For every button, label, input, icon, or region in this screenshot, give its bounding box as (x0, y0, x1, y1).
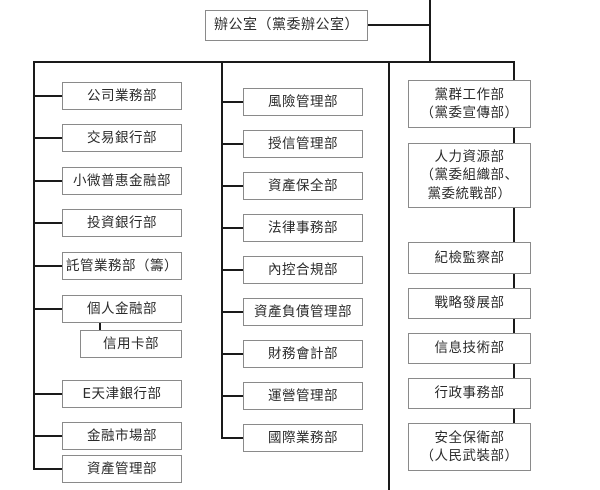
node-company-business[interactable]: 公司業務部 (62, 82, 182, 110)
node-credit-management[interactable]: 授信管理部 (243, 130, 363, 158)
column-2-stub-9 (221, 437, 243, 439)
node-investment-banking[interactable]: 投資銀行部 (62, 209, 182, 237)
node-information-technology[interactable]: 信息技術部 (408, 333, 531, 364)
column-2-stub-3 (221, 185, 243, 187)
column-2-stub-6 (221, 311, 243, 313)
root-node-office[interactable]: 辦公室（黨委辦公室） (205, 10, 368, 41)
node-human-resources[interactable]: 人力資源部 （黨委組織部、 黨委統戰部） (408, 143, 531, 208)
node-risk-management[interactable]: 風險管理部 (243, 88, 363, 116)
node-party-affairs[interactable]: 黨群工作部 （黨委宣傳部） (408, 80, 531, 128)
node-personal-finance[interactable]: 個人金融部 (62, 295, 182, 323)
column-1-stub-7 (33, 393, 62, 395)
column-1-stub-2 (33, 137, 62, 139)
node-inclusive-finance[interactable]: 小微普惠金融部 (62, 167, 182, 195)
column-2-stub-8 (221, 395, 243, 397)
node-transaction-banking[interactable]: 交易銀行部 (62, 124, 182, 152)
column-2-stub-1 (221, 101, 243, 103)
node-operations-management[interactable]: 運營管理部 (243, 382, 363, 410)
node-finance-accounting[interactable]: 財務會計部 (243, 340, 363, 368)
node-administrative-affairs[interactable]: 行政事務部 (408, 378, 531, 409)
column-2-stub-7 (221, 353, 243, 355)
column-1-stub-5 (33, 265, 62, 267)
column-1-stub-9 (33, 468, 62, 470)
node-legal-affairs[interactable]: 法律事務部 (243, 214, 363, 242)
node-asset-liability-management[interactable]: 資產負債管理部 (243, 298, 363, 326)
node-credit-card[interactable]: 信用卡部 (80, 330, 182, 358)
column-2-spine (221, 61, 223, 438)
column-1-stub-1 (33, 95, 62, 97)
node-security-department[interactable]: 安全保衛部 （人民武裝部） (408, 423, 531, 471)
node-asset-preservation[interactable]: 資產保全部 (243, 172, 363, 200)
node-discipline-inspection[interactable]: 紀檢監察部 (408, 242, 531, 274)
column-1-stub-6 (33, 308, 62, 310)
node-international-business[interactable]: 國際業務部 (243, 424, 363, 452)
node-custody-business[interactable]: 託管業務部（籌） (62, 252, 182, 280)
column-2-stub-5 (221, 269, 243, 271)
trunk-vertical-top (429, 0, 431, 62)
main-distribution-bar (33, 61, 515, 63)
node-asset-management[interactable]: 資產管理部 (62, 455, 182, 483)
node-e-tianjin-bank[interactable]: E天津銀行部 (62, 380, 182, 408)
node-internal-control-compliance[interactable]: 內控合規部 (243, 256, 363, 284)
node-financial-market[interactable]: 金融市場部 (62, 422, 182, 450)
column-3-divider (388, 61, 390, 490)
root-to-trunk-connector (368, 24, 430, 26)
column-1-stub-4 (33, 222, 62, 224)
column-2-stub-4 (221, 227, 243, 229)
node-strategic-development[interactable]: 戰略發展部 (408, 288, 531, 319)
column-1-stub-8 (33, 435, 62, 437)
column-1-stub-3 (33, 180, 62, 182)
column-2-stub-2 (221, 143, 243, 145)
